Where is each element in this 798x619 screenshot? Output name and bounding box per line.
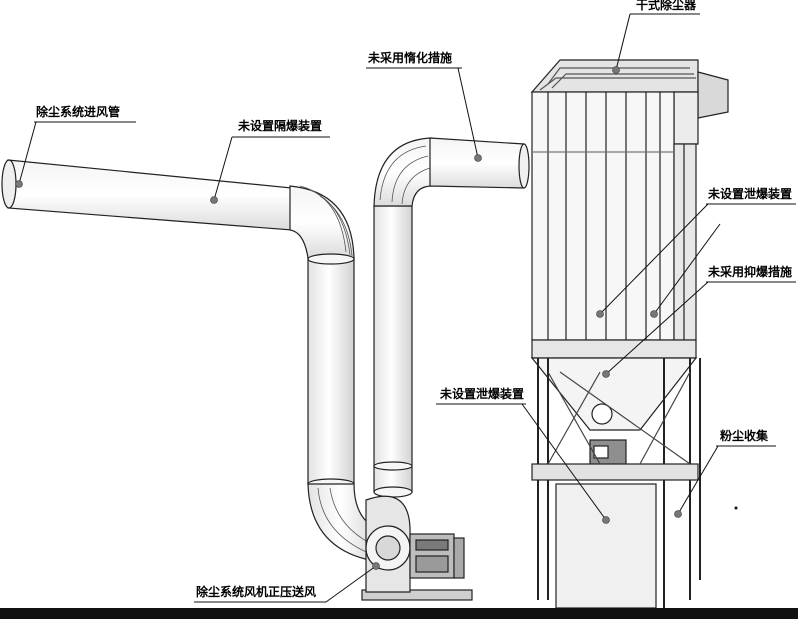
fan-base <box>361 589 473 601</box>
label-no-inerting: 未采用惰化措施 <box>367 50 452 65</box>
dust-bin <box>555 483 657 609</box>
inlet-duct-opening <box>1 159 17 209</box>
label-no-isolation: 未设置隔爆装置 <box>237 118 322 133</box>
label-fan-positive: 除尘系统风机正压送风 <box>196 584 316 599</box>
collector-inlet-duct <box>429 137 525 189</box>
collector-body <box>531 91 675 341</box>
label-inlet-duct: 除尘系统进风管 <box>36 104 120 119</box>
annotation-dry-collector: 干式除尘器 <box>612 0 700 74</box>
marker-dot <box>474 154 482 162</box>
label-dry-collector: 干式除尘器 <box>636 0 697 12</box>
collector-roof <box>530 59 699 93</box>
marker-dot <box>596 310 604 318</box>
label-no-vent-lower: 未设置泄爆装置 <box>439 386 524 401</box>
hopper <box>530 357 698 431</box>
annotation-no-suppression: 未采用抑爆措施 <box>602 223 796 378</box>
marker-dot <box>372 562 380 570</box>
marker-dot <box>602 370 610 378</box>
marker-dot <box>650 310 658 318</box>
ground-line <box>0 608 798 619</box>
label-no-suppression: 未采用抑爆措施 <box>707 264 792 279</box>
riser-pipe <box>373 205 413 493</box>
fan-unit <box>361 495 473 601</box>
marker-dot <box>602 516 610 524</box>
annotation-no-isolation: 未设置隔爆装置 <box>210 118 330 204</box>
label-dust-collection: 粉尘收集 <box>720 428 769 443</box>
label-no-vent-upper: 未设置泄爆装置 <box>707 186 792 201</box>
dry-dust-collector <box>530 59 729 612</box>
inlet-duct <box>7 159 293 231</box>
marker-dot <box>210 196 218 204</box>
annotation-no-vent-lower: 未设置泄爆装置 <box>436 386 610 524</box>
downcomer-pipe <box>307 257 355 485</box>
annotation-no-vent-upper: 未设置泄爆装置 <box>596 186 796 318</box>
annotation-dust-collection: 粉尘收集 <box>674 428 776 518</box>
marker-dot <box>674 510 682 518</box>
hopper-band <box>531 339 697 359</box>
marker-dot <box>15 180 23 188</box>
marker-dot <box>612 66 620 74</box>
annotation-inlet-duct: 除尘系统进风管 <box>15 104 136 188</box>
frame-band <box>531 463 699 481</box>
collector-outlet-box <box>697 71 729 119</box>
annotation-fan-positive: 除尘系统风机正压送风 <box>194 562 380 603</box>
annotation-no-inerting: 未采用惰化措施 <box>366 50 482 162</box>
ductwork <box>1 137 530 563</box>
